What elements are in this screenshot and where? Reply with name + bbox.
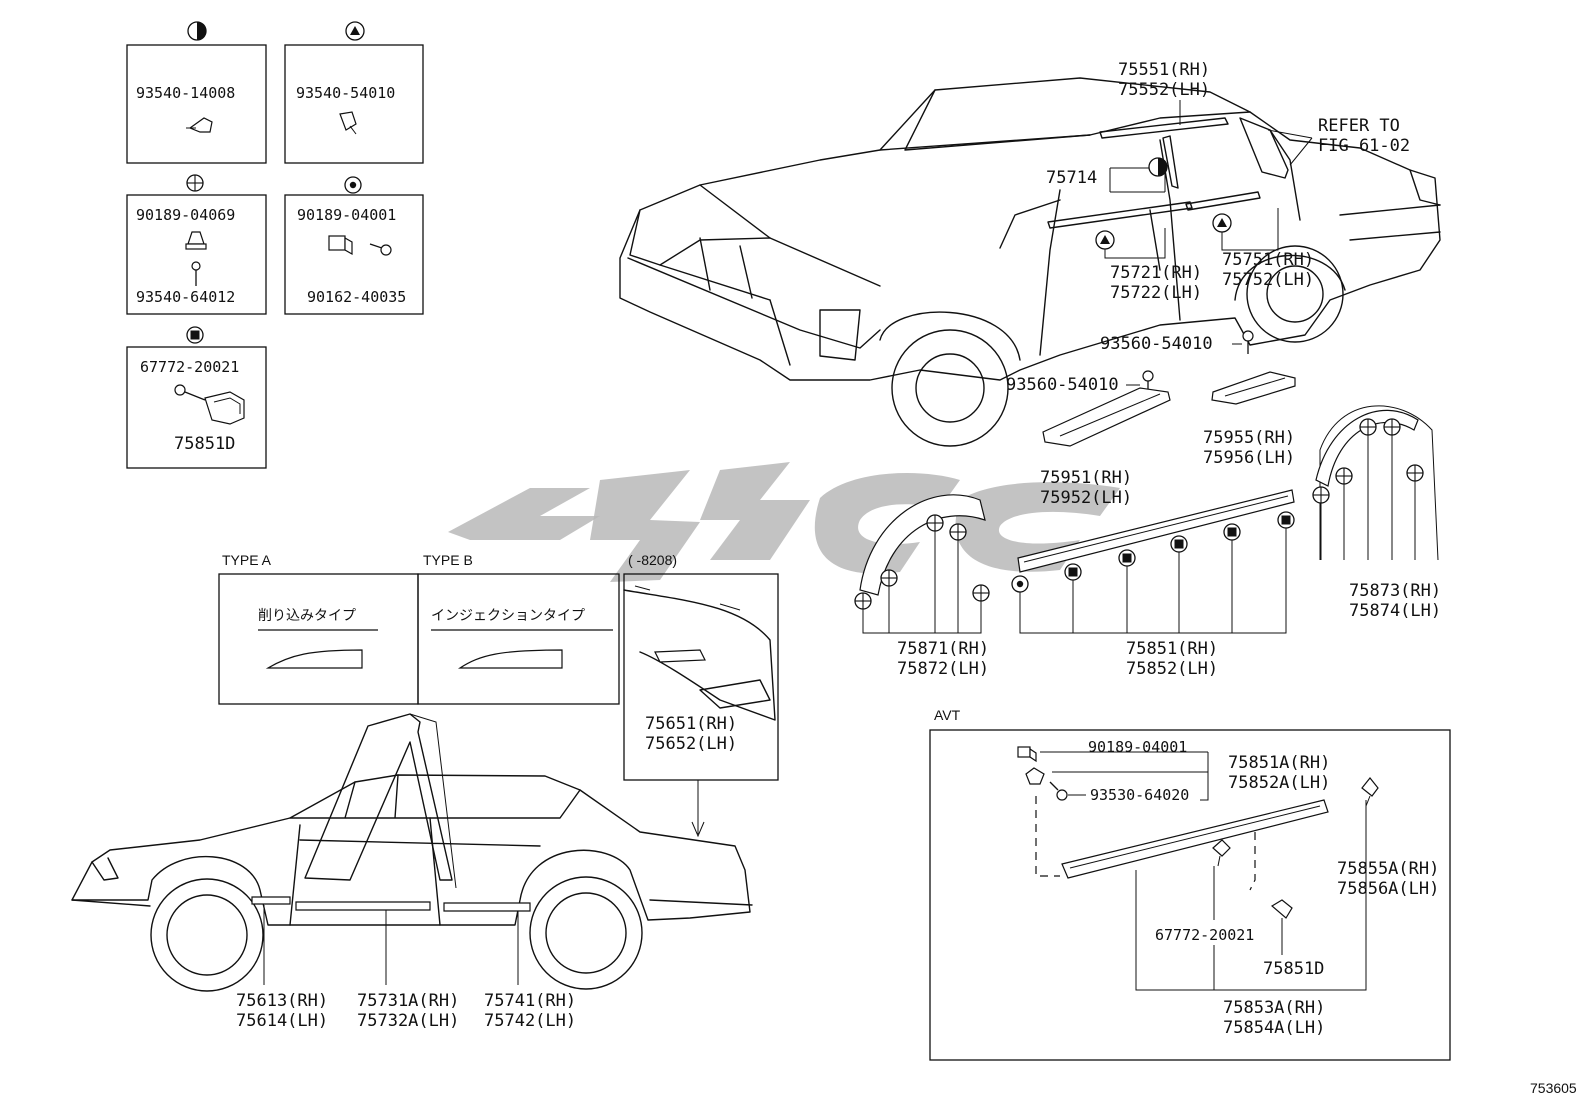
fastener-box-4: 90189-04001 90162-40035 bbox=[284, 176, 424, 315]
part-number-bottom: 93540-64012 bbox=[136, 288, 235, 306]
label-75852a: 75852A(LH) bbox=[1228, 773, 1330, 793]
clip-part-icon bbox=[1212, 839, 1231, 867]
clip-part-icon bbox=[339, 111, 357, 135]
label-93560-upper: 93560-54010 bbox=[1100, 334, 1213, 354]
label-75854a: 75854A(LH) bbox=[1223, 1018, 1325, 1038]
scuff-plate-rear bbox=[1211, 371, 1296, 405]
part-number-bottom: 75851D bbox=[174, 434, 235, 454]
label-75855a: 75855A(RH) bbox=[1337, 859, 1439, 879]
label-75851d: 75851D bbox=[1263, 959, 1324, 979]
clip-part-icon bbox=[186, 117, 213, 133]
part-number-top: 90189-04001 bbox=[297, 206, 396, 224]
bottom-car-callouts: 75613(RH) 75614(LH) 75731A(RH) 75732A(LH… bbox=[236, 905, 576, 1031]
wheel-arch-moulding-front: 75871(RH) 75872(LH) bbox=[854, 494, 990, 679]
label-75955: 75955(RH) bbox=[1203, 428, 1295, 448]
grommet-part-icon bbox=[1025, 767, 1045, 785]
fastener-box-2: 93540-54010 bbox=[284, 21, 424, 164]
label-75732a: 75732A(LH) bbox=[357, 1011, 459, 1031]
type-b-box: TYPE B インジェクションタイプ bbox=[417, 552, 620, 705]
label-75731a: 75731A(RH) bbox=[357, 991, 459, 1011]
label-93530-64020: 93530-64020 bbox=[1090, 786, 1189, 804]
label-75752: 75752(LH) bbox=[1222, 270, 1314, 290]
nut-part-icon bbox=[328, 235, 353, 256]
label-75873: 75873(RH) bbox=[1349, 581, 1441, 601]
range-heading: ( -8208) bbox=[628, 552, 677, 568]
watermark-logo bbox=[448, 462, 1120, 582]
triangle-circle-icon bbox=[1095, 230, 1115, 250]
label-75951: 75951(RH) bbox=[1040, 468, 1132, 488]
label-75614: 75614(LH) bbox=[236, 1011, 328, 1031]
sedan-side-drawing bbox=[71, 713, 753, 992]
type-a-caption: 削り込みタイプ bbox=[258, 607, 356, 623]
avt-side-moulding bbox=[1061, 799, 1329, 879]
refer-fig-text: FIG 61-02 bbox=[1318, 136, 1410, 156]
screw-part-icon bbox=[1049, 781, 1068, 801]
label-75651: 75651(RH) bbox=[645, 714, 737, 734]
nut-part-icon bbox=[1017, 746, 1037, 763]
dot-circle-icon bbox=[344, 176, 362, 194]
screw-part-icon bbox=[191, 261, 201, 286]
range-box: ( -8208) 75651(RH) 75652(LH) bbox=[623, 552, 779, 838]
diagram-id: 753605 bbox=[1530, 1080, 1577, 1096]
part-number-top: 90189-04069 bbox=[136, 206, 235, 224]
label-67772-20021: 67772-20021 bbox=[1155, 926, 1254, 944]
fastener-box-3: 90189-04069 93540-64012 bbox=[126, 174, 267, 315]
label-75871: 75871(RH) bbox=[897, 639, 989, 659]
label-75851: 75851(RH) bbox=[1126, 639, 1218, 659]
fastener-box-1: 93540-14008 bbox=[126, 21, 267, 164]
label-75874: 75874(LH) bbox=[1349, 601, 1441, 621]
part-number: 93540-14008 bbox=[136, 84, 235, 102]
label-75751: 75751(RH) bbox=[1222, 250, 1314, 270]
label-90189-04001: 90189-04001 bbox=[1088, 738, 1187, 756]
grommet-part-icon bbox=[185, 231, 207, 250]
label-75852: 75852(LH) bbox=[1126, 659, 1218, 679]
bracket-part-icon bbox=[204, 391, 245, 425]
half-circle-icon bbox=[187, 21, 207, 41]
label-75552: 75552(LH) bbox=[1118, 80, 1210, 100]
wheel-arch-moulding-rear: 75873(RH) 75874(LH) bbox=[1312, 405, 1441, 621]
part-number-bottom: 90162-40035 bbox=[307, 288, 406, 306]
screw-part-icon bbox=[1242, 330, 1254, 354]
label-75741: 75741(RH) bbox=[484, 991, 576, 1011]
bracket-part-icon bbox=[1270, 899, 1293, 919]
avt-heading: AVT bbox=[934, 707, 961, 723]
half-circle-icon bbox=[1148, 157, 1168, 177]
part-number: 93540-54010 bbox=[296, 84, 395, 102]
fastener-box-5: 67772-20021 75851D bbox=[126, 326, 267, 469]
filled-square-circle-icon bbox=[186, 326, 204, 344]
label-75872: 75872(LH) bbox=[897, 659, 989, 679]
label-75652: 75652(LH) bbox=[645, 734, 737, 754]
label-75721: 75721(RH) bbox=[1110, 263, 1202, 283]
part-number-top: 67772-20021 bbox=[140, 358, 239, 376]
triangle-circle-icon bbox=[1212, 213, 1232, 233]
refer-to-text: REFER TO bbox=[1318, 116, 1400, 136]
label-75551: 75551(RH) bbox=[1118, 60, 1210, 80]
crosshair-circle-icon bbox=[186, 174, 204, 192]
type-a-box: TYPE A 削り込みタイプ bbox=[218, 552, 419, 705]
type-b-caption: インジェクションタイプ bbox=[431, 607, 585, 623]
label-75856a: 75856A(LH) bbox=[1337, 879, 1439, 899]
clip-part-icon bbox=[1361, 777, 1379, 807]
sedan-top-drawing bbox=[619, 77, 1441, 447]
screw-part-icon bbox=[369, 243, 392, 256]
side-moulding-strip: 75851(RH) 75852(LH) bbox=[1011, 489, 1295, 679]
label-75952: 75952(LH) bbox=[1040, 488, 1132, 508]
label-75853a: 75853A(RH) bbox=[1223, 998, 1325, 1018]
label-75714: 75714 bbox=[1046, 168, 1097, 188]
avt-box: AVT 90189-04001 93530-64020 75851A(RH) 7… bbox=[929, 707, 1451, 1061]
type-a-heading: TYPE A bbox=[222, 552, 272, 568]
label-75956: 75956(LH) bbox=[1203, 448, 1295, 468]
label-75613: 75613(RH) bbox=[236, 991, 328, 1011]
screw-part-icon bbox=[174, 384, 206, 401]
top-car-callouts: 75551(RH) 75552(LH) REFER TO FIG 61-02 7… bbox=[1006, 60, 1410, 508]
label-75722: 75722(LH) bbox=[1110, 283, 1202, 303]
triangle-circle-icon bbox=[345, 21, 365, 41]
type-b-heading: TYPE B bbox=[423, 552, 473, 568]
label-75851a: 75851A(RH) bbox=[1228, 753, 1330, 773]
label-75742: 75742(LH) bbox=[484, 1011, 576, 1031]
label-93560-lower: 93560-54010 bbox=[1006, 375, 1119, 395]
